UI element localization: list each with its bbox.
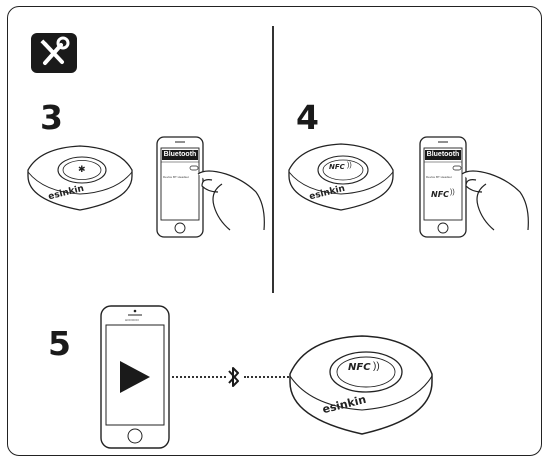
bluetooth-title-bar: Bluetooth <box>162 150 198 160</box>
device-step5: NFC )) esinkin <box>286 330 436 438</box>
instruction-panel-frame <box>7 6 542 456</box>
phone-nfc-waves-icon: )) <box>450 189 455 196</box>
nfc-label-step5: NFC <box>348 362 371 373</box>
device-step4: NFC )) esinkin <box>285 138 397 214</box>
device-list-line-step4: Device BT Headset <box>426 175 452 179</box>
phone-top-label: HOOOOO <box>125 318 139 322</box>
step-number-3: 3 <box>40 98 63 137</box>
hand-tap-step3 <box>196 162 270 232</box>
bluetooth-icon <box>228 367 239 387</box>
device-list-line: Device BT Headset <box>163 175 189 179</box>
connection-line-left <box>172 376 226 378</box>
phone-step3: Bluetooth Device BT Headset <box>156 136 204 238</box>
step-number-4: 4 <box>296 98 319 137</box>
nfc-waves-icon-step5: )) <box>373 361 380 372</box>
tools-icon <box>40 36 70 65</box>
connection-line-right <box>244 376 300 378</box>
bluetooth-title-bar-step4: Bluetooth <box>425 150 461 160</box>
hand-tap-step4 <box>460 162 534 232</box>
vertical-divider <box>272 26 274 293</box>
device-step3: ✱ esinkin <box>24 140 136 214</box>
phone-step4: Bluetooth Device BT Headset NFC )) <box>419 136 467 238</box>
phone-step5: HOOOOO <box>100 305 170 449</box>
step-number-5: 5 <box>48 324 71 363</box>
nfc-label-step4: NFC <box>329 163 345 171</box>
nfc-waves-icon: )) <box>347 162 352 169</box>
bluetooth-icon: ✱ <box>78 164 86 174</box>
tools-badge <box>31 33 77 73</box>
play-icon <box>120 361 150 393</box>
phone-nfc-label: NFC <box>431 190 450 199</box>
